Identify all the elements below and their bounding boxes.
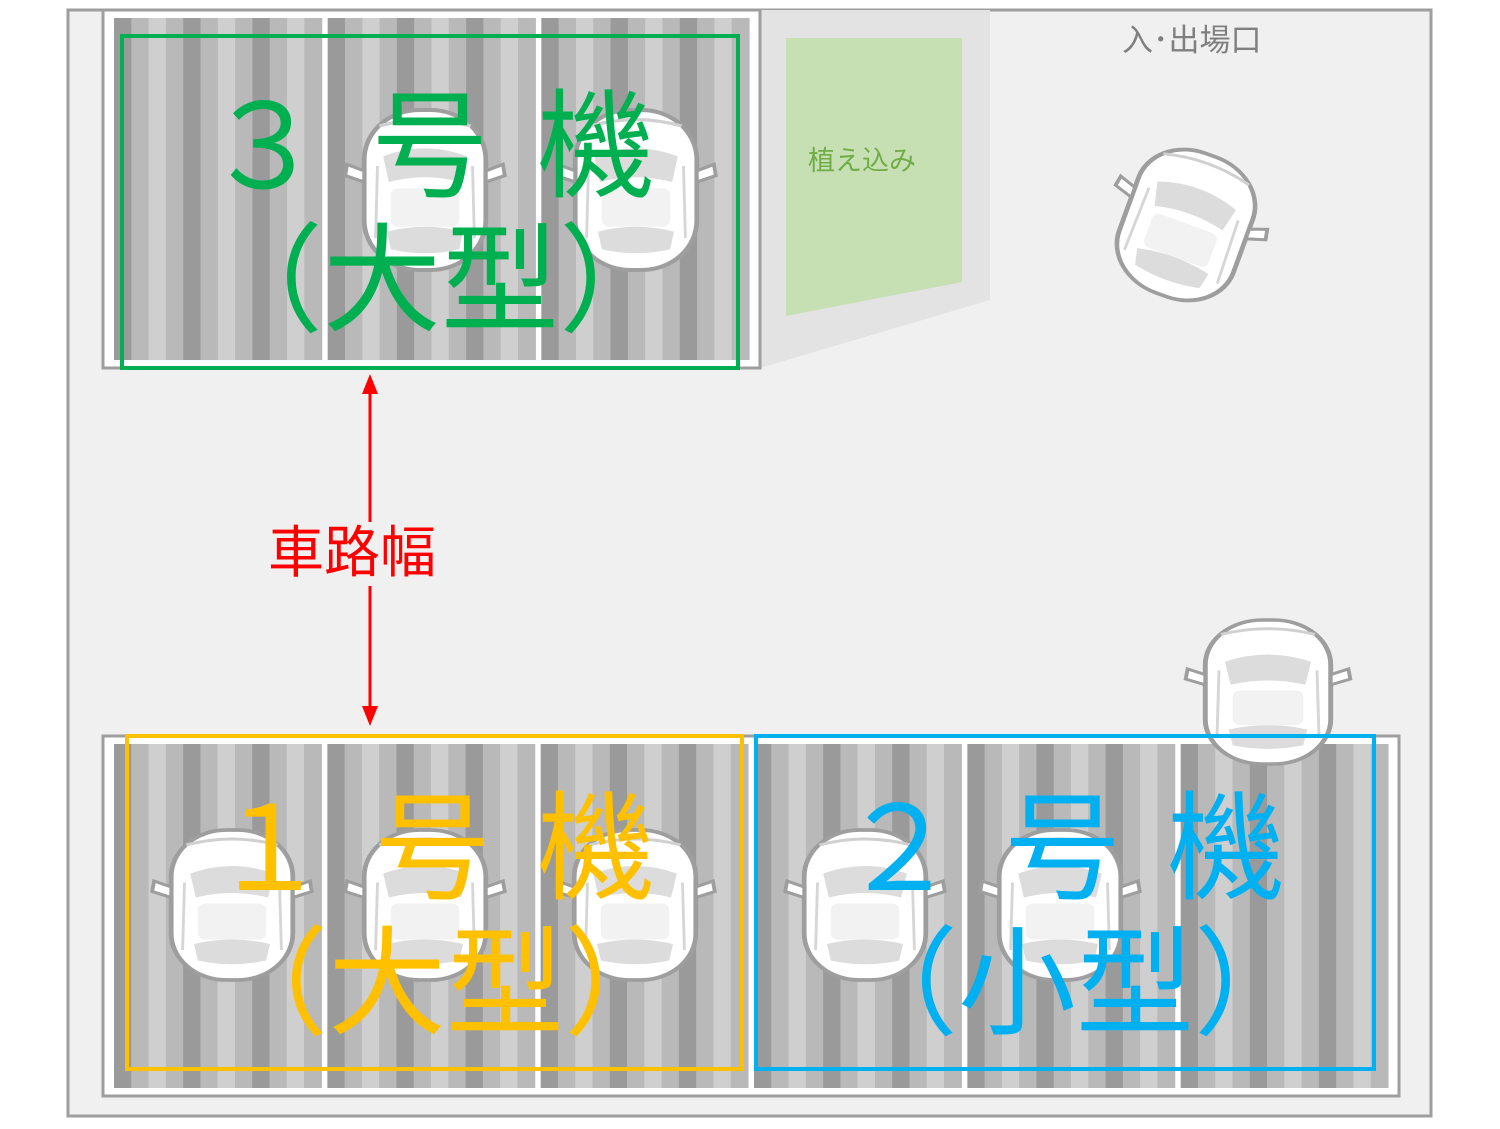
unit1-number: １ <box>210 780 329 918</box>
lower-pallet-3-stripe <box>730 744 749 1088</box>
planting-label: 植え込み <box>808 146 916 177</box>
unit3-pallet-1-stripe <box>269 18 288 360</box>
unit3-pallet-1-stripe <box>148 18 167 360</box>
unit3-pallet-3-stripe <box>541 18 560 360</box>
unit3-title: ３ 号 機 <box>205 88 655 206</box>
unit2-paren-open: （ <box>840 915 959 1053</box>
entrance-label: 入･出場口 <box>1122 23 1262 59</box>
unit3-pallet-1-stripe <box>287 18 305 360</box>
lower-pallet-4-stripe <box>754 744 772 1088</box>
lower-pallet-2-stripe <box>517 744 536 1088</box>
lower-pallet-6-stripe <box>1232 744 1251 1088</box>
unit3-pallet-1-stripe <box>235 18 254 360</box>
unit3-pallet-2-stripe <box>500 18 519 360</box>
unit3-pallet-1-stripe <box>165 18 184 360</box>
lower-pallet-2-stripe <box>327 744 346 1088</box>
arrow-head-bottom <box>362 706 378 726</box>
lower-pallet-6-stripe <box>1197 744 1216 1088</box>
unit3-pallet-2-stripe <box>483 18 502 360</box>
lower-pallet-4-stripe <box>944 744 962 1088</box>
lower-pallet-1-stripe <box>131 744 150 1088</box>
unit3-pallet-1-stripe <box>217 18 236 360</box>
unit3-number: ３ <box>205 78 324 216</box>
lower-pallet-1-stripe <box>286 744 305 1088</box>
unit3-pallet-1-stripe <box>304 18 323 360</box>
unit3-pallet-1-stripe <box>200 18 219 360</box>
unit2-size: 小 <box>958 915 1077 1053</box>
lane-width-label: 車路幅 <box>268 521 436 586</box>
unit3-pallet-3-stripe <box>697 18 715 360</box>
lower-pallet-2-stripe <box>482 744 501 1088</box>
unit2-ki: 機 <box>1166 780 1285 918</box>
lower-pallet-6-stripe <box>1336 744 1355 1088</box>
lower-pallet-6-stripe <box>1249 744 1268 1088</box>
lower-pallet-1-stripe <box>148 744 167 1088</box>
unit1-ki: 機 <box>536 780 655 918</box>
lower-pallet-6-stripe <box>1353 744 1372 1088</box>
unit3-pallet-1-stripe <box>131 18 150 360</box>
lower-pallet-5-stripe <box>1140 744 1158 1088</box>
unit3-size: 大 <box>323 212 442 350</box>
unit3-frame <box>120 34 740 370</box>
lower-pallet-3-stripe <box>696 744 715 1088</box>
unit2-kata: 型 <box>1076 915 1195 1053</box>
unit2-title: ２ 号 機 <box>840 790 1285 908</box>
lower-pallet-6-stripe <box>1215 744 1234 1088</box>
unit3-pallet-2-stripe <box>327 18 346 360</box>
lower-pallet-2-stripe <box>500 744 518 1088</box>
lower-pallet-4-stripe <box>771 744 790 1088</box>
unit3-type: （ 大 型 ） <box>205 212 677 350</box>
lower-pallet-4-stripe <box>788 744 807 1088</box>
unit3-paren-open: （ <box>205 212 324 350</box>
unit3-ki: 機 <box>536 78 655 216</box>
unit3-pallet-3-stripe <box>714 18 733 360</box>
unit2-number: ２ <box>840 780 959 918</box>
lower-pallet-6-stripe <box>1267 744 1285 1088</box>
unit3-pallet-2-stripe <box>344 18 363 360</box>
unit1-paren-open: （ <box>210 915 329 1053</box>
unit1-go: 号 <box>373 780 492 918</box>
lower-pallet-5-stripe <box>984 744 1003 1088</box>
unit2-go: 号 <box>1003 780 1122 918</box>
unit1-size: 大 <box>328 915 447 1053</box>
unit3-kata: 型 <box>441 212 560 350</box>
arrow-head-top <box>362 374 378 394</box>
unit3-pallet-1-stripe <box>252 18 271 360</box>
lower-pallet-5-stripe <box>1157 744 1176 1088</box>
lower-pallet-5-stripe <box>967 744 986 1088</box>
unit1-title: １ 号 機 <box>210 790 655 908</box>
lower-pallet-5-stripe <box>1122 744 1141 1088</box>
lower-pallet-1-stripe <box>304 744 322 1088</box>
unit3-pallet-2-stripe <box>518 18 536 360</box>
unit2-paren-close: ） <box>1194 915 1313 1053</box>
lower-pallet-2-stripe <box>344 744 363 1088</box>
lower-pallet-3-stripe <box>540 744 559 1088</box>
unit3-paren-close: ） <box>559 212 678 350</box>
planting-bed <box>786 38 962 316</box>
lower-pallet-4-stripe <box>926 744 945 1088</box>
lower-pallet-6-stripe <box>1284 744 1303 1088</box>
unit2-frame <box>754 734 1376 1071</box>
unit2-type: （ 小 型 ） <box>840 915 1312 1053</box>
unit1-kata: 型 <box>446 915 565 1053</box>
unit1-frame <box>125 734 744 1071</box>
unit1-paren-close: ） <box>564 915 683 1053</box>
unit3-pallet-1-stripe <box>183 18 202 360</box>
lower-pallet-1-stripe <box>114 744 132 1088</box>
unit3-go: 号 <box>370 78 489 216</box>
unit1-type: （ 大 型 ） <box>210 915 682 1053</box>
unit3-pallet-3-stripe <box>731 18 750 360</box>
lower-pallet-6-stripe <box>1180 744 1199 1088</box>
unit3-pallet-3-stripe <box>558 18 577 360</box>
lower-pallet-3-stripe <box>557 744 576 1088</box>
lower-pallet-3-stripe <box>713 744 732 1088</box>
lower-pallet-6-stripe <box>1301 744 1320 1088</box>
lower-pallet-6-stripe <box>1318 744 1337 1088</box>
